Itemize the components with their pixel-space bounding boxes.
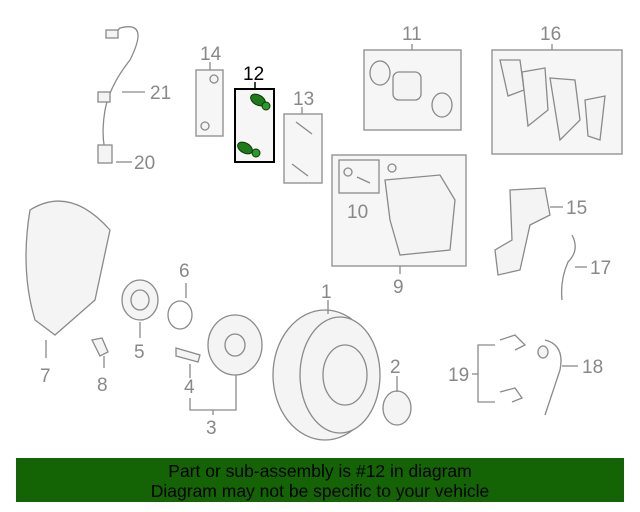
callout-19[interactable]: 19 [448, 365, 469, 386]
callout-8[interactable]: 8 [97, 375, 108, 396]
info-banner: Part or sub-assembly is #12 in diagram D… [16, 458, 624, 502]
callout-18[interactable]: 18 [582, 357, 603, 378]
banner-line-1: Part or sub-assembly is #12 in diagram [168, 461, 472, 481]
callout-15[interactable]: 15 [566, 198, 587, 219]
callout-3[interactable]: 3 [206, 418, 217, 439]
callout-6[interactable]: 6 [179, 261, 190, 282]
part-18-hose[interactable] [544, 339, 562, 416]
callout-7[interactable]: 7 [40, 366, 51, 387]
callout-2[interactable]: 2 [390, 357, 401, 378]
callout-13[interactable]: 13 [293, 89, 314, 110]
part-12-guide-bolt[interactable] [236, 92, 271, 158]
part-6-snap-ring[interactable] [167, 300, 193, 330]
part-4-stud[interactable] [175, 347, 201, 363]
callout-12[interactable]: 12 [243, 64, 264, 85]
callout-4[interactable]: 4 [184, 377, 195, 398]
part-17-wear-sensor[interactable] [560, 234, 576, 301]
callout-9[interactable]: 9 [393, 277, 404, 298]
callout-20[interactable]: 20 [134, 153, 155, 174]
part-7-dust-shield[interactable] [25, 200, 111, 336]
callout-10[interactable]: 10 [347, 202, 368, 223]
callout-16[interactable]: 16 [540, 24, 561, 45]
part-2-cap[interactable] [382, 390, 412, 426]
part-21-abs-wire[interactable] [97, 26, 145, 164]
callout-11[interactable]: 11 [402, 24, 422, 45]
callout-14[interactable]: 14 [200, 44, 222, 65]
part-19-clips[interactable] [499, 334, 527, 403]
callout-5[interactable]: 5 [134, 342, 145, 363]
part-8-bolt[interactable] [91, 337, 109, 357]
callout-21[interactable]: 21 [150, 83, 171, 104]
banner-line-2: Diagram may not be specific to your vehi… [150, 481, 490, 501]
callout-17[interactable]: 17 [590, 258, 611, 279]
callout-1[interactable]: 1 [321, 282, 332, 303]
part-15-bracket[interactable] [494, 187, 551, 276]
